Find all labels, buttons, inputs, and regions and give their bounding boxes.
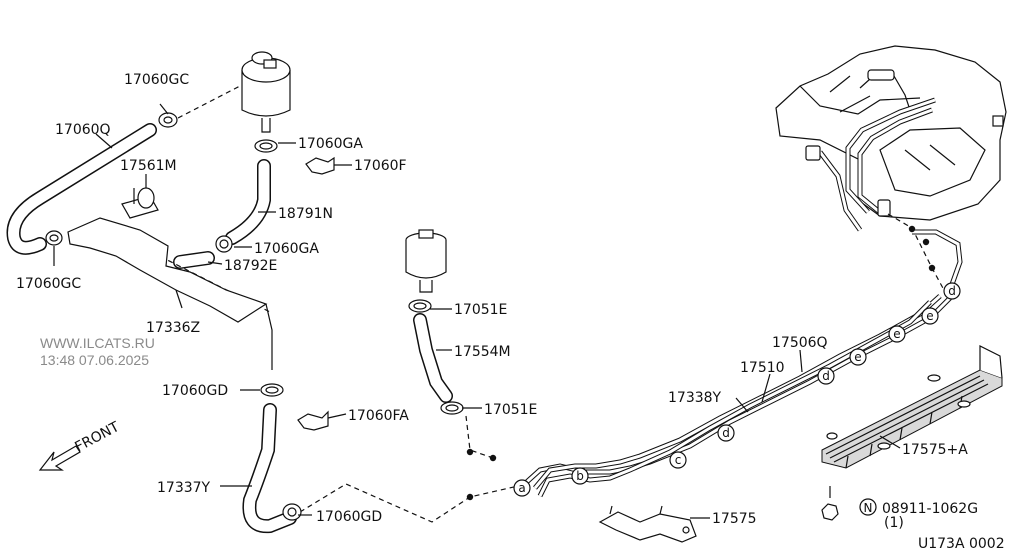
label-18791N: 18791N	[278, 206, 333, 222]
label-17506Q: 17506Q	[772, 335, 828, 351]
nut-symbol: N	[864, 501, 873, 515]
label-17060GA-bottom: 17060GA	[254, 241, 319, 257]
label-17060Q: 17060Q	[55, 122, 111, 138]
mark-d-3: d	[948, 284, 956, 298]
clamp-17060GA-bottom	[215, 235, 233, 253]
fuel-filter	[405, 229, 447, 293]
label-17060GD-top: 17060GD	[162, 383, 228, 399]
label-17060GC-bottom: 17060GC	[16, 276, 81, 292]
clip-17060F	[305, 156, 335, 175]
label-17060GC-top: 17060GC	[124, 72, 189, 88]
label-17561M: 17561M	[120, 158, 177, 174]
hose-17554M	[413, 313, 453, 403]
hose-18791N	[225, 159, 271, 245]
clip-17060FA	[297, 410, 329, 431]
label-17051E-bottom: 17051E	[484, 402, 537, 418]
evap-canister	[241, 51, 291, 133]
label-08911-quantity: (1)	[884, 515, 904, 531]
mark-b: b	[576, 469, 584, 483]
mark-e-3: e	[926, 309, 933, 323]
hose-17337Y	[242, 403, 297, 534]
clamp-17060GC-bottom	[45, 230, 63, 246]
label-17338Y: 17338Y	[668, 390, 722, 406]
hose-18792E	[173, 251, 215, 269]
clamp-17051E-bottom	[440, 401, 464, 415]
label-17060F: 17060F	[354, 158, 407, 174]
mark-a: a	[518, 481, 525, 495]
clamp-17060GC-top	[158, 112, 178, 128]
bracket-17336Z	[67, 217, 273, 370]
label-17336Z: 17336Z	[146, 320, 200, 336]
clamp-17060GD-top	[260, 383, 284, 397]
front-label: FRONT	[72, 419, 122, 456]
vapor-line-assembly: a b c d d e e e d	[466, 213, 963, 501]
fuel-tank	[775, 45, 1007, 232]
clamp-17060GD-bottom	[282, 503, 302, 521]
mark-c: c	[675, 453, 682, 467]
clip-17561M	[121, 187, 159, 219]
label-17575A: 17575+A	[902, 442, 968, 458]
protector-17575	[598, 505, 697, 543]
clamp-17051E-top	[408, 299, 432, 313]
watermark-timestamp: 13:48 07.06.2025	[40, 352, 149, 368]
label-18792E: 18792E	[224, 258, 277, 274]
label-17060FA: 17060FA	[348, 408, 409, 424]
diagram-code: U173A 0002	[918, 536, 1005, 552]
mark-e-2: e	[893, 327, 900, 341]
protector-17575A	[821, 345, 1003, 469]
label-17510: 17510	[740, 360, 785, 376]
front-arrow: FRONT	[38, 419, 122, 471]
leader-lines	[53, 103, 901, 519]
label-17060GD-bottom: 17060GD	[316, 509, 382, 525]
hose-17060Q	[6, 123, 157, 255]
watermark-site: WWW.ILCATS.RU	[40, 335, 155, 351]
mark-e-1: e	[854, 350, 861, 364]
clamp-17060GA-top	[254, 139, 278, 153]
label-17575: 17575	[712, 511, 757, 527]
label-17060GA-top: 17060GA	[298, 136, 363, 152]
nut-08911-1062G: N	[821, 486, 877, 521]
label-17554M: 17554M	[454, 344, 511, 360]
mark-d-2: d	[822, 369, 830, 383]
label-17051E-top: 17051E	[454, 302, 507, 318]
label-17337Y: 17337Y	[157, 480, 211, 496]
label-08911-1062G: 08911-1062G	[882, 501, 978, 517]
mark-d-1: d	[722, 426, 730, 440]
